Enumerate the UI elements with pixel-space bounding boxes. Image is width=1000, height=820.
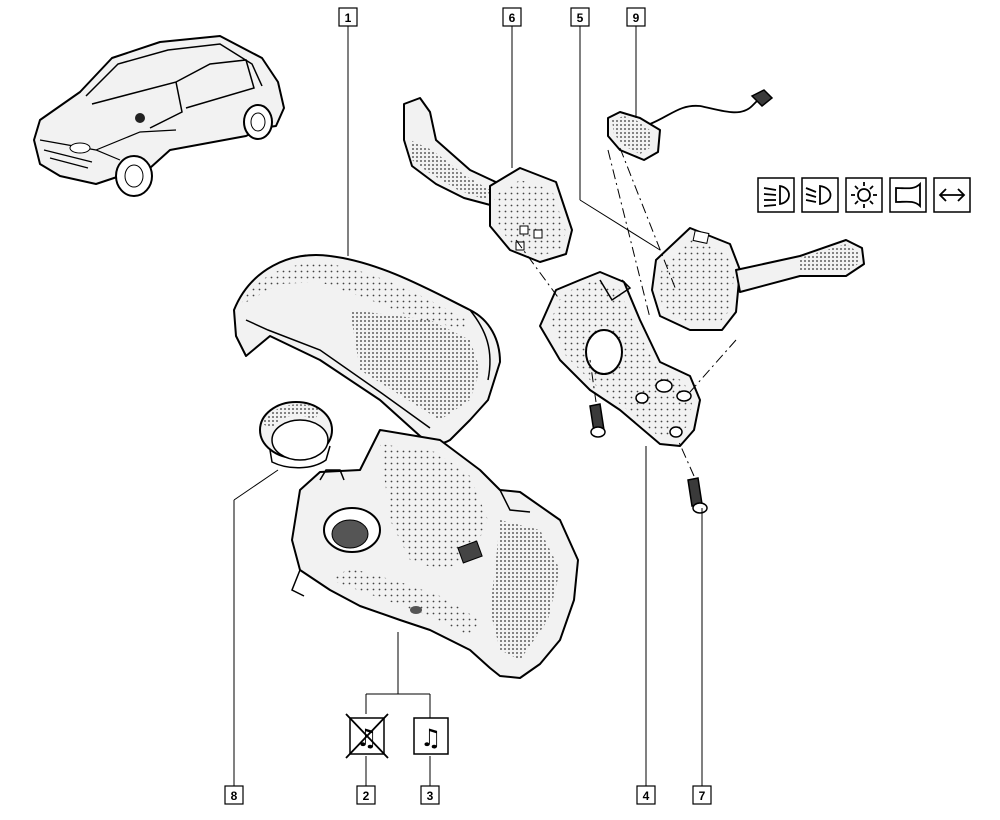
low-beam-headlamp-icon [757, 177, 795, 213]
screw [687, 477, 708, 514]
svg-text:2: 2 [363, 789, 370, 803]
wiring-connector [607, 89, 774, 161]
svg-text:6: 6 [509, 11, 516, 25]
svg-text:♫: ♫ [420, 724, 442, 752]
svg-text:5: 5 [577, 11, 584, 25]
svg-text:4: 4 [643, 789, 650, 803]
alignment-lines [515, 147, 737, 477]
callout-2: 2 [356, 785, 376, 805]
leader-lines [233, 26, 703, 786]
switch-mounting-bracket [539, 271, 701, 447]
svg-text:3: 3 [427, 789, 434, 803]
callout-7: 7 [692, 785, 712, 805]
svg-text:8: 8 [231, 789, 238, 803]
radio-absent-icon: ♫ [345, 713, 389, 759]
svg-text:9: 9 [633, 11, 640, 25]
screw [589, 403, 606, 438]
radio-present-icon: ♫ [413, 717, 449, 755]
callout-6: 6 [502, 7, 522, 27]
lighting-stalk-switch [651, 227, 865, 331]
callout-4: 4 [636, 785, 656, 805]
callout-9: 9 [626, 7, 646, 27]
direction-indicator-icon [933, 177, 971, 213]
ignition-switch-ring [259, 401, 333, 469]
callout-8: 8 [224, 785, 244, 805]
callout-3: 3 [420, 785, 440, 805]
lighting-icon [845, 177, 883, 213]
svg-text:7: 7 [699, 789, 706, 803]
upper-steering-column-cowl [233, 254, 501, 445]
callout-1: 1 [338, 7, 358, 27]
callout-5: 5 [570, 7, 590, 27]
car-illustration [33, 35, 285, 197]
svg-text:1: 1 [345, 11, 352, 25]
main-beam-headlamp-icon [801, 177, 839, 213]
horn-icon [889, 177, 927, 213]
wiper-stalk-switch [403, 97, 573, 263]
lower-steering-column-cowl [291, 429, 579, 679]
